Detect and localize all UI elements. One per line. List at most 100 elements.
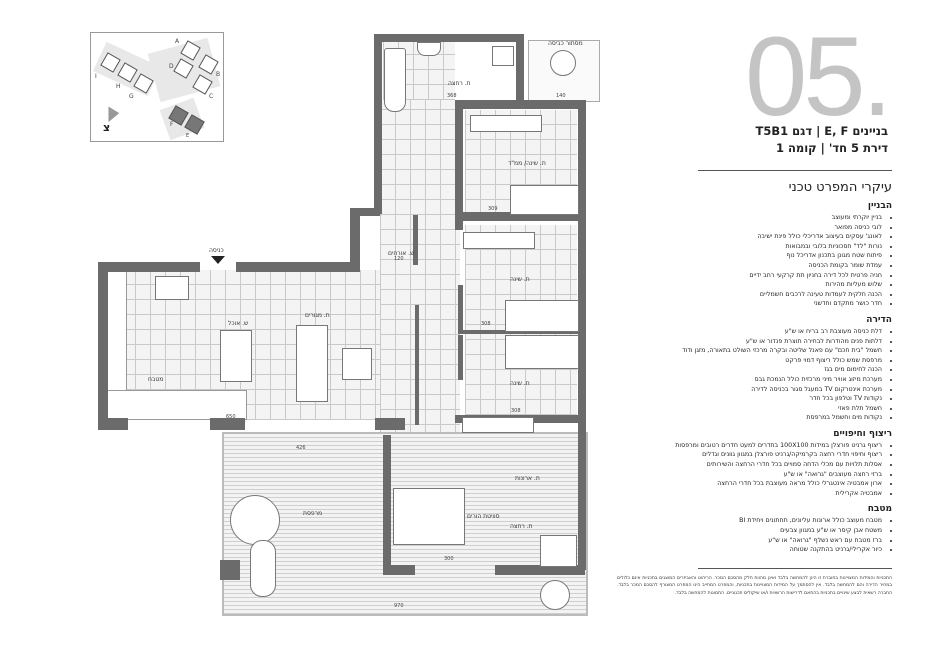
spec-item: מערכת אינטרקום TV במעגל סגור בכניסה לדיר… — [642, 385, 882, 395]
shower — [540, 535, 577, 567]
building-label: G — [129, 93, 134, 100]
spec-item: אסלות תלויות עם מכלי הדחה סמויים בכל חדר… — [642, 460, 882, 470]
spec-item: ריצוף גרניט פורצלן במידות 100X100 בחדרים… — [642, 441, 882, 451]
room-label-balcony: מרפסת — [303, 510, 323, 517]
spec-item: דלת כניסה מעוצבת רב בריח או ש"ע — [642, 327, 882, 337]
wall — [98, 262, 200, 272]
room-label-guest-wc: ש. אורחים — [388, 250, 415, 257]
building-label: F — [170, 121, 174, 128]
wall — [458, 285, 463, 330]
spec-item: עמדת שומר בקומת הכניסה — [642, 261, 882, 271]
building-model-title: בניינים E, F | דגם T5B1 — [755, 124, 888, 138]
spec-item: ריצוף וחיפוי חדרי רחצה בקרמיקה/גרניט פור… — [642, 450, 882, 460]
spec-item: כיור אקרילי/גרניט בהתקנה שטוחה — [642, 545, 882, 555]
room-label-master-bath: ת. רחצה — [510, 523, 533, 530]
apartment-floor-title: דירת 5 חד' | קומה 1 — [775, 141, 888, 155]
wall — [495, 565, 585, 575]
wall — [236, 262, 360, 272]
dimension-label: 970 — [394, 603, 404, 609]
wall — [383, 565, 415, 575]
building-label: H — [116, 83, 121, 90]
wall — [383, 435, 391, 575]
wall — [350, 208, 380, 216]
site-key-map: A B C D E F G H I צ — [90, 32, 224, 142]
spec-item: בניין יוקרתי ומעוצב — [642, 213, 882, 223]
divider — [698, 568, 892, 569]
technical-spec: עיקרי המפרט טכני הבניין בניין יוקרתי ומע… — [642, 180, 892, 555]
wall — [374, 34, 524, 42]
wall — [350, 208, 360, 270]
room-label-laundry: מסתור כביסה — [548, 40, 583, 47]
bed — [505, 335, 579, 369]
wall — [98, 262, 108, 430]
wall — [458, 335, 463, 380]
section-heading-building: הבניין — [867, 201, 892, 211]
north-arrow-icon — [100, 103, 120, 123]
room-label-master-suite: סוויטת הורים — [467, 513, 500, 520]
room-label-bedroom-2: ת. שינה — [510, 276, 530, 283]
spec-item: חשמל "בית חכם" עם פאנל שליטה ובקרה מרכזי… — [642, 346, 882, 356]
dimension-label: 300 — [444, 556, 454, 562]
spec-list: דלת כניסה מעוצבת רב בריח או ש"ע דלתות פנ… — [642, 327, 892, 423]
spec-item: הכנה חלקית לעמדות טעינה לרכבים חשמליים — [642, 290, 882, 300]
entrance-label: כניסה — [209, 247, 224, 254]
room-label-dining: ש. אוכל — [228, 320, 249, 327]
sink — [417, 42, 441, 56]
room-label-living: ת. מגורים — [305, 312, 330, 319]
spec-list: מטבח מעוצב כולל ארונות עליונים, תחתונים … — [642, 516, 892, 554]
spec-item: אמבטיה אקרילית — [642, 489, 883, 499]
unit-number: 05. — [745, 14, 893, 139]
spec-item: דלתות פנים מהודרות לבחירה תוצרת פנדור או… — [642, 337, 882, 347]
spec-item: ברזי רחצה מעוצבים "גרואה" או ש"ע — [642, 470, 882, 480]
spec-item: נורות "לד" חסכוניות בלובי ובמבואות — [642, 242, 882, 252]
wall — [98, 418, 128, 430]
spec-list: ריצוף גרניט פורצלן במידות 100X100 בחדרים… — [642, 441, 892, 499]
wall — [455, 100, 585, 109]
spec-item: ברז מטבח עם ראש נשלף "גרואה" או ש"ע — [642, 536, 882, 546]
kitchen-island — [105, 390, 247, 420]
room-label-mamad: ת. שינה/ ממ"ד — [508, 160, 546, 167]
spec-item: חניה פרטית לכל דירה בחניון תת קרקעי רחב … — [642, 271, 882, 281]
spec-item: נקודות מים וחשמל במרפסת — [642, 413, 882, 423]
dimension-label: 120 — [394, 256, 404, 262]
wardrobe — [462, 417, 534, 433]
spec-item: לאונג' עסקים בעיצוב אדריכלי כולל פינת יש… — [642, 232, 882, 242]
section-heading-apartment: הדירה — [866, 314, 892, 325]
spec-item: נקודות TV וטלפון בכל חדר — [642, 394, 882, 404]
wall — [458, 330, 578, 334]
spec-item: משטח אבן קיסר או ש"ע במגוון צבעים — [642, 526, 882, 536]
dimension-label: 368 — [447, 93, 457, 99]
dimension-label: 308 — [511, 408, 521, 414]
wardrobe — [463, 232, 535, 249]
bathtub — [384, 48, 406, 112]
wall — [413, 215, 418, 265]
refrigerator — [155, 276, 189, 300]
wall — [516, 34, 524, 100]
spec-item: ארון אמבטיה אינטגרלי כולל מראה מעוצבת בכ… — [642, 479, 882, 489]
bed — [505, 300, 579, 332]
room-label-bath: ת. רחצה — [448, 80, 471, 87]
dimension-label: 650 — [226, 414, 236, 420]
building-label: B — [216, 71, 221, 78]
building-label: C — [209, 93, 214, 100]
disclaimer-text: התכניות והמידות המצויינות בחוברת זו הינן… — [617, 576, 892, 596]
sofa — [296, 325, 328, 402]
umbrella — [230, 495, 280, 545]
spec-item: הכנה לחימום מים בגז — [642, 365, 882, 375]
plant — [540, 580, 570, 610]
dimension-label: 426 — [296, 445, 306, 451]
column — [220, 560, 240, 580]
washing-machine — [492, 46, 514, 66]
spec-title: עיקרי המפרט טכני — [788, 180, 892, 195]
spec-list: בניין יוקרתי ומעוצב לובי כניסה מפואר לאו… — [642, 213, 892, 309]
double-bed — [393, 488, 465, 545]
bed — [510, 185, 579, 215]
corridor-floor — [380, 100, 460, 440]
building-label: I — [95, 73, 97, 80]
section-heading-kitchen: מטבח — [867, 504, 892, 515]
spec-item: מרפסת שמש כולל ריצוף דמוי פרקט — [642, 356, 882, 366]
wall — [415, 305, 419, 425]
spec-item: חדר כושר מתקדם וחדשני — [642, 299, 882, 309]
dimension-label: 309 — [488, 206, 498, 212]
